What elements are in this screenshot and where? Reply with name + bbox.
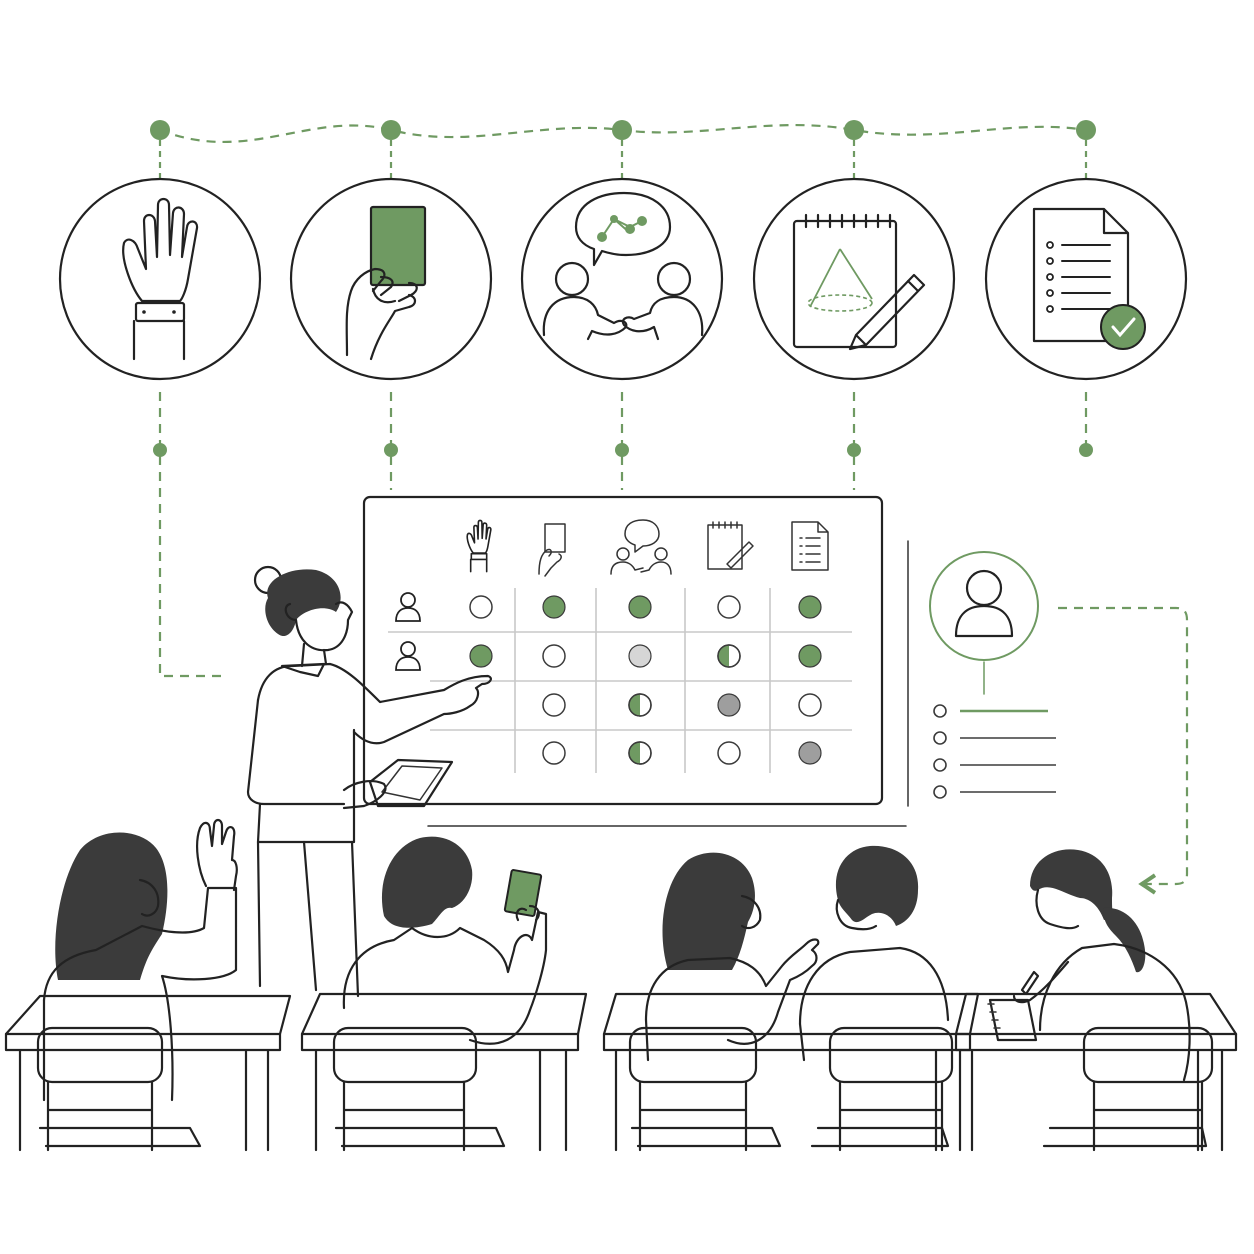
connector-node <box>847 443 861 457</box>
sketch-notebook-icon <box>792 213 926 351</box>
connector-node <box>615 443 629 457</box>
technique-timeline <box>150 120 1096 178</box>
assessment-tracking-board <box>362 495 909 827</box>
status-cell-gray-light <box>628 644 652 668</box>
sketch-notebook-icon <box>707 521 754 570</box>
technique-raised-hand <box>58 177 262 381</box>
peer-discussion-icon <box>610 519 672 575</box>
desk-center-left <box>300 992 588 1152</box>
student-listening-icon <box>798 845 950 1062</box>
technique-circle <box>58 177 262 381</box>
technique-circle <box>289 177 493 381</box>
chair-s1 <box>36 1026 202 1152</box>
desk-right <box>954 992 1238 1152</box>
technique-connectors <box>153 392 1093 678</box>
technique-checklist <box>984 177 1188 381</box>
status-cell-gray <box>798 741 822 765</box>
status-cell-filled <box>542 595 566 619</box>
status-cell-gray <box>717 693 741 717</box>
status-cell-empty <box>542 644 566 668</box>
teacher-icon <box>246 565 492 998</box>
technique-peer-discussion <box>520 177 724 381</box>
chair-s4 <box>810 1026 954 1152</box>
timeline-node <box>150 120 170 140</box>
technique-circle <box>752 177 956 381</box>
board-header-icons <box>466 519 829 577</box>
profile-checklist-item <box>933 731 1056 745</box>
status-cell-filled <box>798 595 822 619</box>
checklist-document-icon <box>791 521 829 571</box>
chair-s3 <box>628 1026 782 1152</box>
student-holding-card-icon <box>342 836 548 1045</box>
status-cell-filled <box>628 595 652 619</box>
board-status-cells <box>469 595 822 765</box>
connector-node <box>384 443 398 457</box>
technique-circle <box>984 177 1188 381</box>
status-cell-empty <box>542 741 566 765</box>
board-student-icons <box>395 592 421 671</box>
student-discussing-icon <box>644 852 820 1062</box>
student-avatar-icon <box>395 592 421 622</box>
status-cell-filled <box>798 644 822 668</box>
feedback-arrow <box>1058 606 1189 895</box>
status-cell-half-green <box>628 741 652 765</box>
raised-hand-icon <box>122 197 199 361</box>
timeline-node <box>844 120 864 140</box>
chair-s2 <box>332 1026 506 1152</box>
student-raising-hand-icon <box>42 818 238 1102</box>
profile-checklist-item <box>933 758 1056 772</box>
status-cell-half-green <box>628 693 652 717</box>
status-cell-filled <box>469 644 493 668</box>
checklist-document-icon <box>1032 207 1146 350</box>
peer-discussion-icon <box>542 191 704 341</box>
profile-checklist-item <box>933 785 1056 799</box>
board-grid <box>388 588 852 773</box>
technique-circle <box>520 177 724 381</box>
status-cell-empty <box>798 693 822 717</box>
connector-node <box>153 443 167 457</box>
status-cell-empty <box>717 741 741 765</box>
desk-left <box>4 994 292 1152</box>
technique-notebook-sketch <box>752 177 956 381</box>
response-card-icon <box>538 523 566 577</box>
chair-s5 <box>1042 1026 1214 1152</box>
connector-node <box>1079 443 1093 457</box>
student-writing-icon <box>987 849 1191 1082</box>
student-profile-icon <box>954 569 1014 638</box>
response-card-icon <box>345 205 427 361</box>
status-cell-half-green <box>717 644 741 668</box>
technique-response-card <box>289 177 493 381</box>
profile-checklist-item <box>933 704 1048 718</box>
raised-hand-icon <box>466 519 492 573</box>
status-cell-empty <box>717 595 741 619</box>
classroom-desks <box>4 992 1238 1152</box>
student-profile-panel <box>929 551 1189 895</box>
status-cell-empty <box>469 595 493 619</box>
technique-icons-row <box>58 177 1188 381</box>
board-frame <box>362 495 884 806</box>
timeline-node <box>612 120 632 140</box>
timeline-node <box>1076 120 1096 140</box>
desk-center-right <box>602 992 980 1152</box>
status-cell-empty <box>542 693 566 717</box>
timeline-node <box>381 120 401 140</box>
student-avatar-icon <box>395 641 421 671</box>
